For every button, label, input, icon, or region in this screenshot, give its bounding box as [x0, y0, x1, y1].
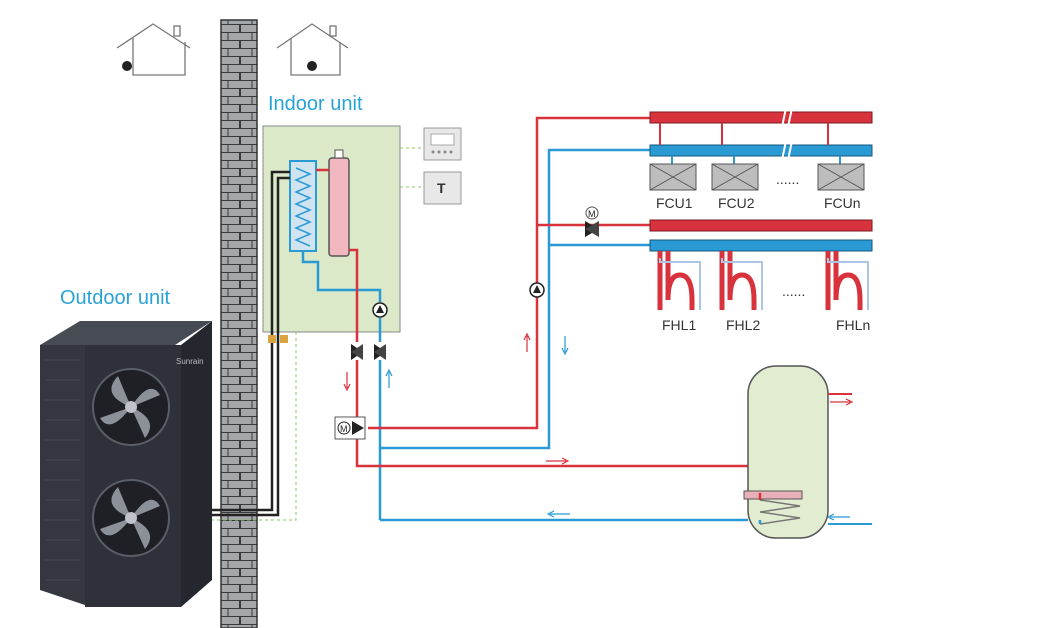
fhl-ellipsis: ...... — [782, 283, 805, 299]
svg-text:M: M — [340, 424, 348, 434]
thermostat-icon — [423, 171, 462, 205]
controller-icon — [423, 127, 462, 161]
fhl-hot-header — [649, 219, 873, 232]
tank-coil — [759, 499, 801, 525]
fcu-label-n: FCUn — [824, 195, 861, 211]
tank-electric-heater — [743, 490, 803, 500]
fan-icon — [92, 479, 170, 557]
fan-icon — [92, 368, 170, 446]
fcu-label-1: FCU1 — [656, 195, 693, 211]
outdoor-unit-label: Outdoor unit — [60, 287, 171, 309]
brand-logo: Sunrain — [176, 357, 204, 366]
sensor-dot-indoor — [307, 61, 317, 71]
thermostat-label: T — [437, 180, 446, 196]
motor-valve-icon: M — [334, 416, 366, 440]
vent-valve — [334, 149, 344, 159]
refrigerant-fitting — [268, 335, 276, 343]
indoor-unit-label: Indoor unit — [268, 93, 363, 115]
cold-riser — [380, 148, 650, 450]
internal-hot-out — [349, 248, 359, 342]
hot-supply-main — [355, 438, 762, 493]
plate-heat-exchanger — [289, 160, 317, 252]
fhl-label-1: FHL1 — [662, 317, 696, 333]
fcu-ellipsis: ...... — [776, 171, 799, 187]
fcu-label-2: FCU2 — [718, 195, 755, 211]
tank-ports — [828, 393, 872, 525]
refrigerant-fitting — [280, 335, 288, 343]
control-wiring — [212, 147, 424, 521]
pump-icon — [529, 282, 545, 298]
fhl-label-n: FHLn — [836, 317, 870, 333]
internal-cold-pipe — [301, 251, 382, 302]
motor-valve-icon: M — [585, 206, 599, 237]
house-icon-indoor — [276, 23, 349, 76]
fcu-unit — [649, 163, 865, 191]
fcu-hot-header — [649, 111, 873, 124]
house-icon-outdoor — [116, 23, 191, 76]
fhl-loops — [657, 251, 863, 310]
pump-icon — [372, 302, 388, 318]
fcu-cross — [649, 163, 865, 191]
svg-text:M: M — [588, 209, 596, 219]
hex-coil — [294, 167, 312, 247]
fcu-cold-header — [649, 144, 873, 157]
sensor-dot-outdoor — [122, 61, 132, 71]
flow-arrows — [343, 332, 854, 521]
hot-riser — [368, 116, 650, 430]
fhl-loops-inner — [659, 258, 869, 310]
brick-wall — [220, 19, 258, 628]
fhl-label-2: FHL2 — [726, 317, 760, 333]
fhl-cold-header — [649, 239, 873, 252]
shutoff-valve-icon — [351, 344, 363, 360]
shutoff-valve-icon — [374, 344, 386, 360]
fcu-drops — [659, 123, 841, 164]
backup-heater — [328, 157, 350, 257]
